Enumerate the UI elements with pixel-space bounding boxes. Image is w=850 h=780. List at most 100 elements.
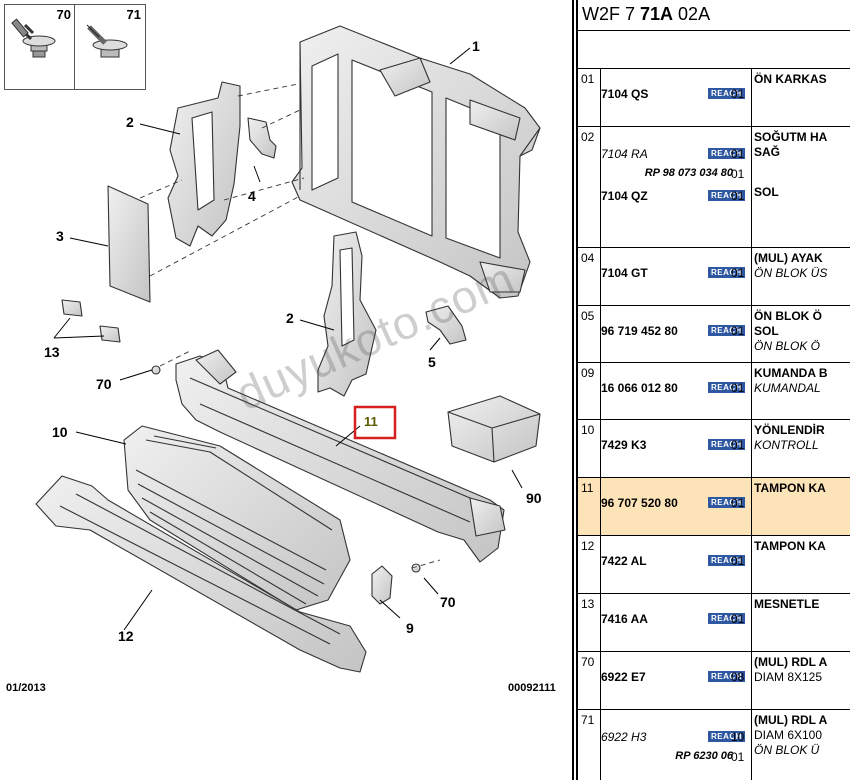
quantity: 01 [731, 266, 745, 280]
replacement-number[interactable]: RP 6230 06 [675, 750, 733, 762]
cooling-duct-lower-part [317, 231, 377, 397]
reach-badge: REACH [708, 88, 745, 99]
description-line: ÖN KARKAS [754, 72, 827, 86]
callout-4[interactable]: 4 [248, 188, 256, 204]
row-seq: 71 [581, 713, 595, 727]
reach-badge: REACH [708, 731, 745, 742]
description-line: ÖN BLOK Ö [754, 309, 822, 323]
row-seq: 70 [581, 655, 595, 669]
fastener-box-71[interactable]: 71 [74, 4, 146, 90]
panel-header-title: W2F 7 71A 02A [582, 4, 711, 24]
quantity: 01 [731, 324, 745, 338]
reach-badge: REACH [708, 267, 745, 278]
callout-12[interactable]: 12 [118, 628, 134, 644]
part-11-highlight-box[interactable] [353, 405, 397, 440]
part-number[interactable]: 7416 AA [601, 612, 648, 626]
row-seq: 11 [581, 481, 594, 495]
callout-1[interactable]: 1 [472, 38, 480, 54]
callout-11-highlighted[interactable]: 11 [364, 414, 378, 429]
callout-2-lower[interactable]: 2 [286, 310, 294, 326]
quantity: 01 [731, 189, 745, 203]
reach-badge: REACH [708, 671, 745, 682]
description-line: SOL [754, 324, 779, 338]
description-line: (MUL) RDL A [754, 655, 828, 669]
callout-5[interactable]: 5 [428, 354, 436, 370]
quantity: 10 [731, 730, 745, 744]
callout-2-upper[interactable]: 2 [126, 114, 134, 130]
part-number[interactable]: 7104 QS [601, 87, 649, 101]
part-number[interactable]: 6922 E7 [601, 670, 646, 684]
row-seq-cell: 71 [578, 710, 601, 780]
part-number[interactable]: 96 719 452 80 [601, 324, 678, 338]
screw-part-a [151, 365, 161, 375]
quantity: 01 [731, 554, 745, 568]
row-seq-cell: 04 [578, 248, 601, 306]
replacement-qty: 01 [731, 167, 745, 181]
fastener-box-70[interactable]: 70 [4, 4, 76, 90]
clip-part-b [99, 325, 121, 343]
parts-diagram: 70 71 1 2 4 3 13 2 5 70 10 90 70 9 12 11… [4, 4, 556, 694]
row-seq-cell: 02 [578, 127, 601, 248]
part-number[interactable]: 16 066 012 80 [601, 381, 678, 395]
part-number[interactable]: 7104 GT [601, 266, 648, 280]
quantity: 01 [731, 496, 745, 510]
callout-10[interactable]: 10 [52, 424, 68, 440]
clip-part-a [61, 299, 83, 317]
row-seq: 10 [581, 423, 595, 437]
row-seq-cell: 11 [578, 478, 601, 536]
description-line: DIAM 8X125 [754, 670, 823, 684]
callout-3[interactable]: 3 [56, 228, 64, 244]
part-number[interactable]: 7104 QZ [601, 189, 648, 203]
quantity: 01 [731, 87, 745, 101]
description-line: YÖNLENDİR [754, 423, 825, 437]
control-plate-part [371, 565, 393, 605]
exploded-view-drawing [35, 25, 541, 673]
callout-90[interactable]: 90 [526, 490, 542, 506]
quantity: 01 [731, 147, 745, 161]
row-desc-cell: MESNETLE [752, 594, 850, 652]
callout-13[interactable]: 13 [44, 344, 60, 360]
row-seq-cell: 10 [578, 420, 601, 478]
callout-9[interactable]: 9 [406, 620, 414, 636]
reach-badge: REACH [708, 613, 745, 624]
part-number[interactable]: 6922 H3 [601, 730, 647, 744]
description-line: (MUL) RDL A [754, 713, 828, 727]
drawing-number: 00092111 [508, 682, 556, 694]
replacement-number[interactable]: RP 98 073 034 80 [644, 167, 733, 179]
part-number[interactable]: 96 707 520 80 [601, 496, 678, 510]
callout-70-left[interactable]: 70 [96, 376, 112, 392]
row-seq: 04 [581, 251, 595, 265]
row-seq-cell: 09 [578, 363, 601, 420]
part-number[interactable]: 7429 K3 [601, 438, 647, 452]
bumper-crossbeam-part [175, 349, 506, 563]
part-number[interactable]: 7104 RA [601, 147, 648, 161]
part-number[interactable]: 7422 AL [601, 554, 647, 568]
callout-70-right[interactable]: 70 [440, 594, 456, 610]
